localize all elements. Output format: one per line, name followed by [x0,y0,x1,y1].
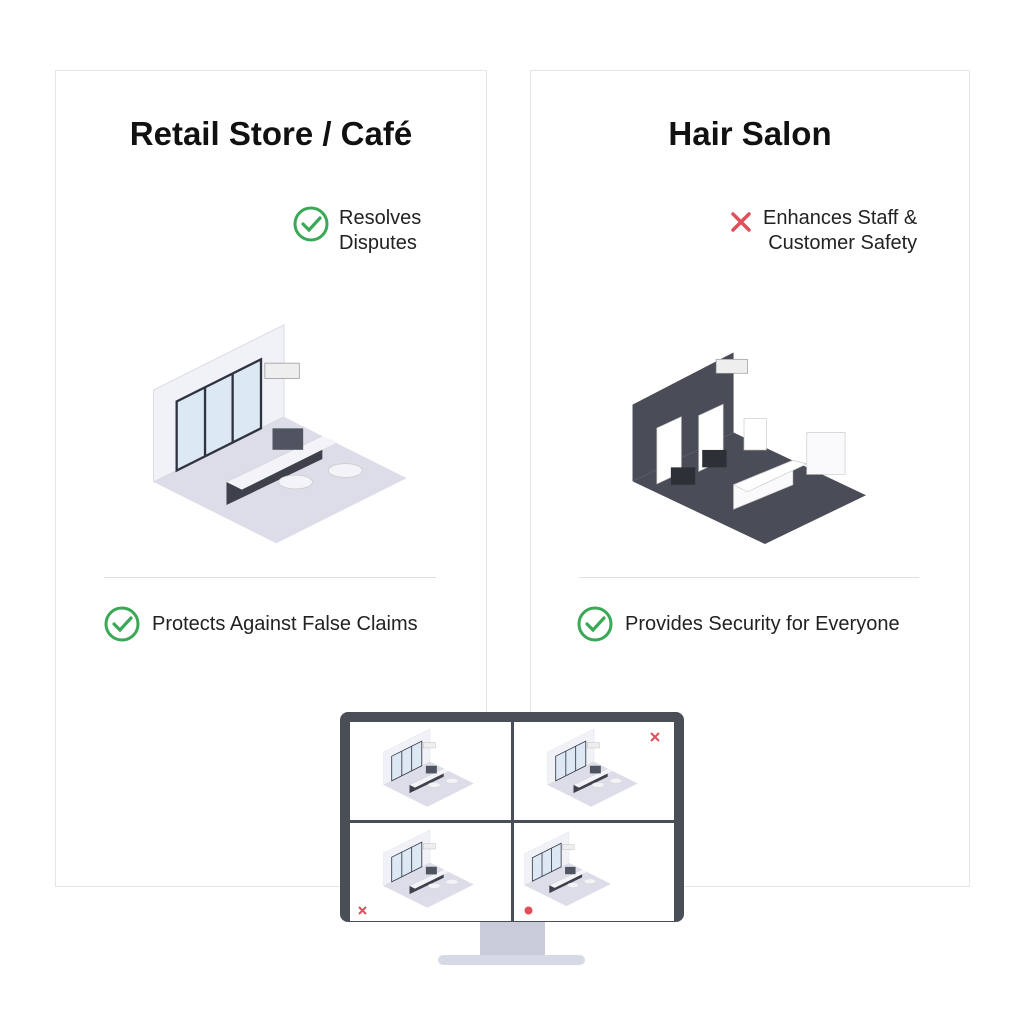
feature-label: Protects Against False Claims [152,612,418,635]
monitor [340,712,684,922]
record-dot-icon [524,906,532,915]
feature-item: Protects Against False Claims [104,606,418,642]
cafe-thumbnail [383,728,475,808]
divider [104,577,436,578]
feature-item: Provides Security for Everyone [577,606,900,642]
camera-feed [350,722,511,820]
x-mark-icon [650,732,660,742]
divider [579,577,919,578]
salon-illustration [632,352,867,545]
cafe-thumbnail [383,829,475,909]
feature-label: Provides Security for Everyone [625,612,900,635]
cafe-thumbnail [523,831,611,907]
monitor-stand [480,922,545,956]
cafe-illustration [152,323,408,545]
panel-title: Hair Salon [668,115,832,152]
x-mark-icon [731,212,751,232]
check-circle-icon [104,606,140,642]
x-mark-icon [358,906,367,915]
callout: Enhances Staff & Customer Safety [729,206,917,256]
camera-grid [350,722,674,921]
camera-feed [350,823,511,921]
callout-line: Disputes [339,232,417,254]
callout-line: Enhances Staff & [763,207,918,229]
check-circle-icon [293,206,329,242]
camera-feed [513,823,674,921]
callout-line: Resolves [339,207,422,229]
camera-feed [513,722,674,820]
check-circle-icon [577,606,613,642]
panel-title: Retail Store / Café [129,115,413,152]
monitor-base [438,955,585,965]
callout-line: Customer Safety [768,232,918,254]
